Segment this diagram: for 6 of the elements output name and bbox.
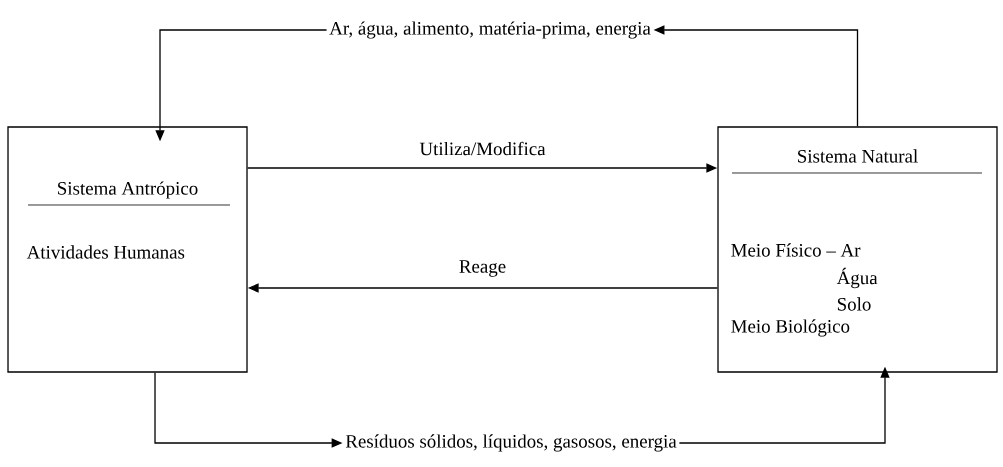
flow-label: Resíduos sólidos, líquidos, gasosos, energia (345, 434, 677, 452)
system-box: Sistema Antrópico Atividades Humanas (7, 126, 248, 373)
flow-label: Ar, água, alimento, matéria-prima, energia (329, 21, 651, 39)
system-box: Sistema Natural Meio Físico – Ar Água Solo Meio Biológico (717, 126, 998, 373)
edge-label: Utiliza/Modifica (418, 140, 547, 157)
edge-label: Reage (457, 259, 508, 278)
